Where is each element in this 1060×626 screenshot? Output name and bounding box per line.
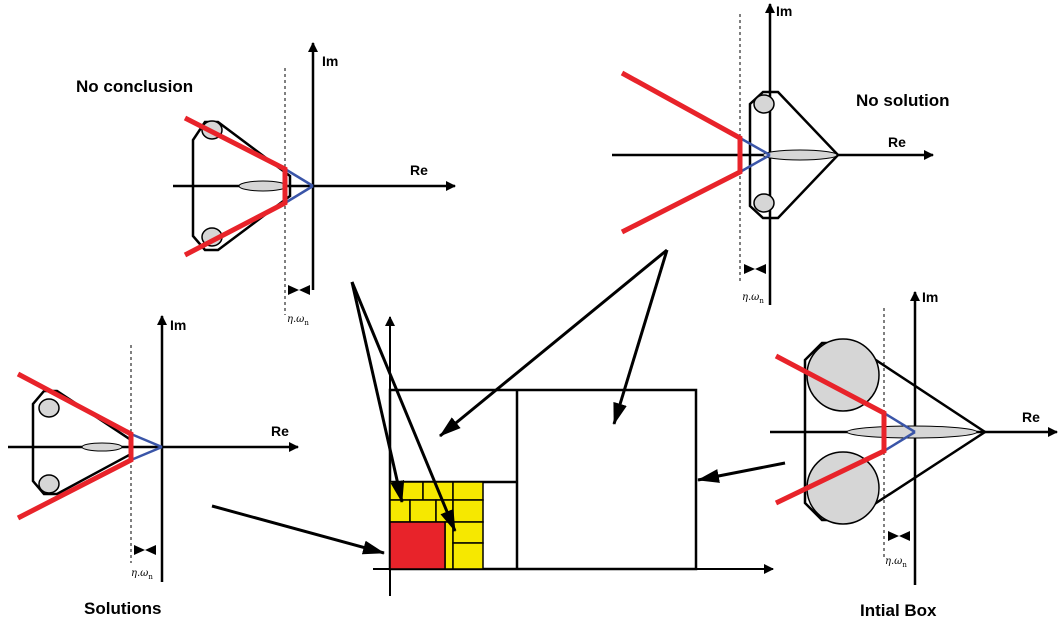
undecided-box bbox=[389, 499, 411, 523]
damping-line-blue bbox=[739, 136, 771, 157]
double-arrow-icon bbox=[744, 264, 766, 274]
panel-no-solution: No solution Re Im η.ωn bbox=[612, 3, 949, 305]
eta-omega-label: η.ωn bbox=[287, 314, 309, 327]
pole-disk bbox=[38, 474, 60, 494]
real-axis-label: Re bbox=[271, 423, 289, 439]
undecided-box bbox=[409, 499, 437, 523]
arrow-no-solution-1 bbox=[439, 248, 668, 438]
eta-omega-label: η.ωn bbox=[131, 568, 153, 581]
constraint-cone-red bbox=[183, 115, 288, 258]
arrow-solutions bbox=[211, 504, 385, 555]
undecided-box bbox=[444, 521, 454, 570]
arrow-no-conclusion-1 bbox=[350, 281, 405, 503]
damping-line-blue bbox=[130, 445, 163, 462]
uncertainty-region bbox=[748, 90, 840, 220]
pole-disk bbox=[762, 149, 838, 161]
damping-line-blue bbox=[284, 184, 314, 205]
caption-initial-box: Intial Box bbox=[860, 601, 937, 620]
box-subdivision bbox=[373, 316, 774, 596]
imag-axis-label: Im bbox=[776, 3, 792, 19]
pole-disk bbox=[753, 94, 775, 114]
caption-solutions: Solutions bbox=[84, 599, 161, 618]
arrow-no-conclusion-2 bbox=[350, 281, 457, 532]
eta-omega-label: η.ωn bbox=[885, 556, 907, 569]
undecided-box bbox=[452, 542, 484, 570]
caption-no-conclusion: No conclusion bbox=[76, 77, 193, 96]
pole-disk bbox=[38, 398, 60, 418]
double-arrow-icon bbox=[888, 531, 910, 541]
undecided-box bbox=[389, 481, 424, 501]
double-arrow-icon bbox=[134, 545, 156, 555]
arrow-initial-box bbox=[697, 461, 786, 483]
real-axis-label: Re bbox=[888, 134, 906, 150]
solution-box-red bbox=[389, 521, 446, 570]
constraint-cone-red bbox=[620, 70, 743, 235]
uncertainty-region bbox=[191, 120, 292, 252]
initial-box bbox=[388, 388, 698, 571]
pole-disk bbox=[846, 425, 978, 439]
pole-disk bbox=[81, 442, 123, 452]
imag-axis-label: Im bbox=[170, 317, 186, 333]
pole-disk bbox=[238, 180, 288, 192]
real-axis-label: Re bbox=[1022, 409, 1040, 425]
damping-line-blue bbox=[883, 430, 916, 453]
damping-line-blue bbox=[739, 153, 771, 174]
real-axis-label: Re bbox=[410, 162, 428, 178]
damping-line-blue bbox=[130, 432, 163, 449]
panel-initial-box: Re Im η.ωn Intial Box bbox=[770, 289, 1058, 620]
panel-no-conclusion: No conclusion Re Im η.ωn bbox=[76, 42, 456, 327]
undecided-box bbox=[452, 521, 484, 544]
undecided-box bbox=[452, 481, 484, 501]
pole-disk bbox=[806, 338, 880, 412]
eta-omega-label: η.ωn bbox=[742, 292, 764, 305]
pointer-arrows bbox=[211, 248, 786, 555]
caption-no-solution: No solution bbox=[856, 91, 949, 110]
imag-axis-label: Im bbox=[322, 53, 338, 69]
pole-disk bbox=[806, 451, 880, 525]
arrow-no-solution-2 bbox=[612, 249, 669, 425]
double-arrow-icon bbox=[288, 285, 310, 295]
damping-line-blue bbox=[883, 411, 916, 434]
constraint-cone-red bbox=[774, 353, 887, 506]
damping-line-blue bbox=[284, 167, 314, 188]
panel-solutions: Re Im η.ωn Solutions bbox=[8, 315, 299, 618]
undecided-subboxes-yellow bbox=[389, 481, 484, 570]
imag-axis-label: Im bbox=[922, 289, 938, 305]
pole-disk bbox=[753, 193, 775, 213]
constraint-cone-red bbox=[16, 371, 134, 521]
undecided-box bbox=[452, 499, 484, 523]
